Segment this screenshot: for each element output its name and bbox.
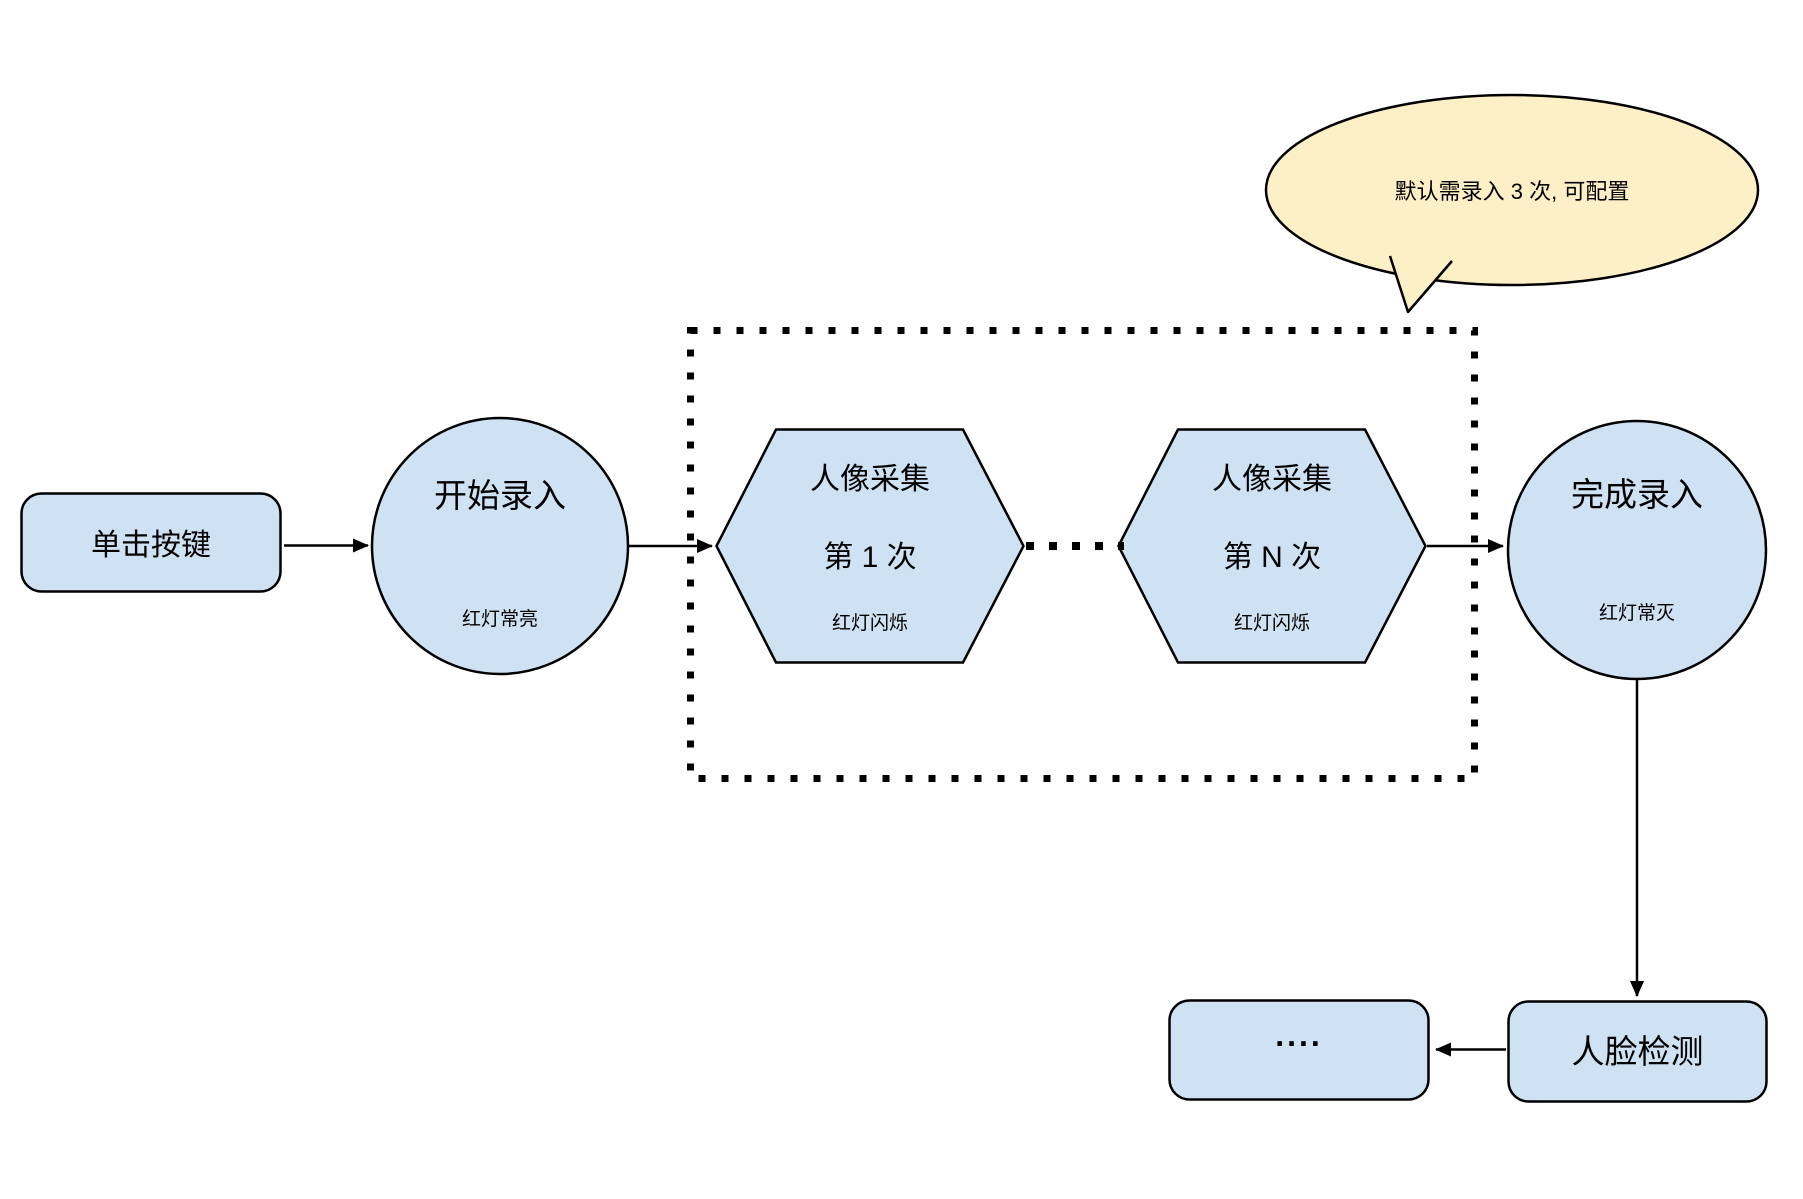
callout-bubble-tail: [1388, 255, 1453, 314]
capture-n-count: 第 N 次: [1222, 541, 1322, 574]
face-detection-label: 人脸检测: [1571, 1033, 1704, 1070]
capture-1-hexagon-shape: [715, 428, 1025, 664]
start-node-label: 开始录入: [434, 477, 566, 514]
capture-1-title: 人像采集: [810, 463, 930, 496]
capture-loop-dotted-region: [687, 327, 1478, 782]
finish-node-shape: [1506, 419, 1768, 681]
capture-n-status: 红灯闪烁: [1233, 613, 1310, 634]
capture-1-status: 红灯闪烁: [831, 613, 908, 634]
face-detection-node-shape: [1507, 1000, 1768, 1103]
callout-text: 默认需录入 3 次, 可配置: [1394, 179, 1630, 204]
start-node-status: 红灯常亮: [461, 609, 538, 630]
capture-n-title: 人像采集: [1212, 463, 1332, 496]
ellipsis-node-label: ....: [1275, 1017, 1323, 1053]
capture-n-hexagon-shape: [1117, 428, 1427, 664]
finish-node-status: 红灯常灭: [1598, 603, 1675, 624]
capture-1-count: 第 1 次: [823, 541, 917, 574]
callout-bubble-ellipse: [1264, 93, 1760, 287]
finish-node-label: 完成录入: [1571, 476, 1703, 513]
ellipsis-node-shape: [1168, 999, 1430, 1101]
start-node-shape: [370, 416, 630, 676]
click-button-node-shape: [20, 492, 282, 593]
click-button-label: 单击按键: [91, 529, 211, 562]
